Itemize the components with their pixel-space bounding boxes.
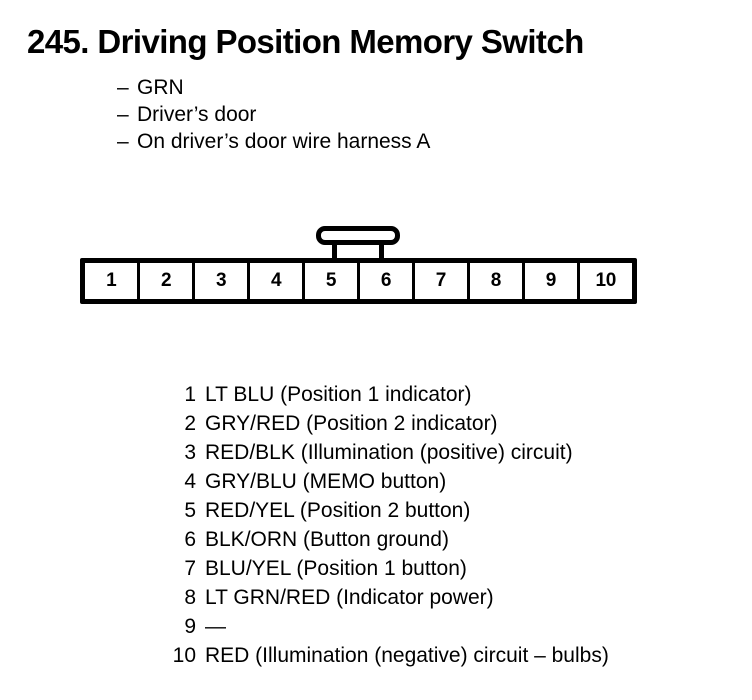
pin-description: BLK/ORN (Button ground) bbox=[205, 528, 449, 551]
list-item: –On driver’s door wire harness A bbox=[117, 128, 430, 155]
connector-pin-7: 7 bbox=[414, 263, 468, 299]
latch-bar bbox=[316, 226, 400, 245]
connector-pin-4: 4 bbox=[249, 263, 303, 299]
latch-leg-left bbox=[332, 240, 337, 258]
pin-number: 3 bbox=[184, 441, 196, 464]
pin-description: GRY/BLU (MEMO button) bbox=[205, 470, 447, 493]
pin-legend-row: 2 GRY/RED (Position 2 indicator) bbox=[160, 409, 609, 438]
list-item-label: On driver’s door wire harness A bbox=[137, 130, 431, 153]
pin-legend-row: 1 LT BLU (Position 1 indicator) bbox=[160, 380, 609, 409]
pin-legend-row: 5 RED/YEL (Position 2 button) bbox=[160, 496, 609, 525]
pin-legend-row: 9 — bbox=[160, 612, 609, 641]
pin-description: LT BLU (Position 1 indicator) bbox=[205, 383, 472, 406]
pin-legend: 1 LT BLU (Position 1 indicator) 2 GRY/RE… bbox=[160, 380, 609, 670]
pin-description: RED/BLK (Illumination (positive) circuit… bbox=[205, 441, 573, 464]
pin-number: 10 bbox=[172, 644, 196, 667]
dash-icon: – bbox=[117, 76, 129, 99]
connector-latch-tab bbox=[316, 226, 400, 258]
pin-number: 5 bbox=[184, 499, 196, 522]
connector-diagram: 1 2 3 4 5 6 7 8 9 10 bbox=[80, 226, 640, 306]
pin-number: 4 bbox=[184, 470, 196, 493]
pin-legend-row: 10 RED (Illumination (negative) circuit … bbox=[160, 641, 609, 670]
latch-leg-right bbox=[379, 240, 384, 258]
connector-pin-1: 1 bbox=[85, 263, 138, 299]
pin-description: LT GRN/RED (Indicator power) bbox=[205, 586, 494, 609]
pin-description: BLU/YEL (Position 1 button) bbox=[205, 557, 467, 580]
connector-pin-2: 2 bbox=[139, 263, 193, 299]
connector-pin-9: 9 bbox=[524, 263, 578, 299]
pin-number: 2 bbox=[184, 412, 196, 435]
pin-description: — bbox=[205, 615, 226, 638]
connector-pin-5: 5 bbox=[304, 263, 358, 299]
connector-pin-10: 10 bbox=[579, 263, 633, 299]
list-item-label: GRN bbox=[137, 76, 184, 99]
pin-legend-row: 7 BLU/YEL (Position 1 button) bbox=[160, 554, 609, 583]
pin-description: GRY/RED (Position 2 indicator) bbox=[205, 412, 498, 435]
pin-legend-row: 8 LT GRN/RED (Indicator power) bbox=[160, 583, 609, 612]
list-item: –GRN bbox=[117, 74, 430, 101]
pin-legend-row: 3 RED/BLK (Illumination (positive) circu… bbox=[160, 438, 609, 467]
pin-legend-row: 6 BLK/ORN (Button ground) bbox=[160, 525, 609, 554]
pin-number: 1 bbox=[184, 383, 196, 406]
dash-icon: – bbox=[117, 103, 129, 126]
connector-pin-6: 6 bbox=[359, 263, 413, 299]
pin-number: 7 bbox=[184, 557, 196, 580]
list-item-label: Driver’s door bbox=[137, 103, 257, 126]
pin-number: 6 bbox=[184, 528, 196, 551]
pin-description: RED/YEL (Position 2 button) bbox=[205, 499, 471, 522]
list-item: –Driver’s door bbox=[117, 101, 430, 128]
dash-icon: – bbox=[117, 130, 129, 153]
page-title: 245. Driving Position Memory Switch bbox=[27, 23, 584, 60]
pin-description: RED (Illumination (negative) circuit – b… bbox=[205, 644, 609, 667]
connector-pin-8: 8 bbox=[469, 263, 523, 299]
pin-number: 9 bbox=[184, 615, 196, 638]
connector-attributes-list: –GRN –Driver’s door –On driver’s door wi… bbox=[117, 74, 430, 155]
connector-body: 1 2 3 4 5 6 7 8 9 10 bbox=[80, 258, 637, 304]
pin-number: 8 bbox=[184, 586, 196, 609]
connector-pin-3: 3 bbox=[194, 263, 248, 299]
pin-legend-row: 4 GRY/BLU (MEMO button) bbox=[160, 467, 609, 496]
